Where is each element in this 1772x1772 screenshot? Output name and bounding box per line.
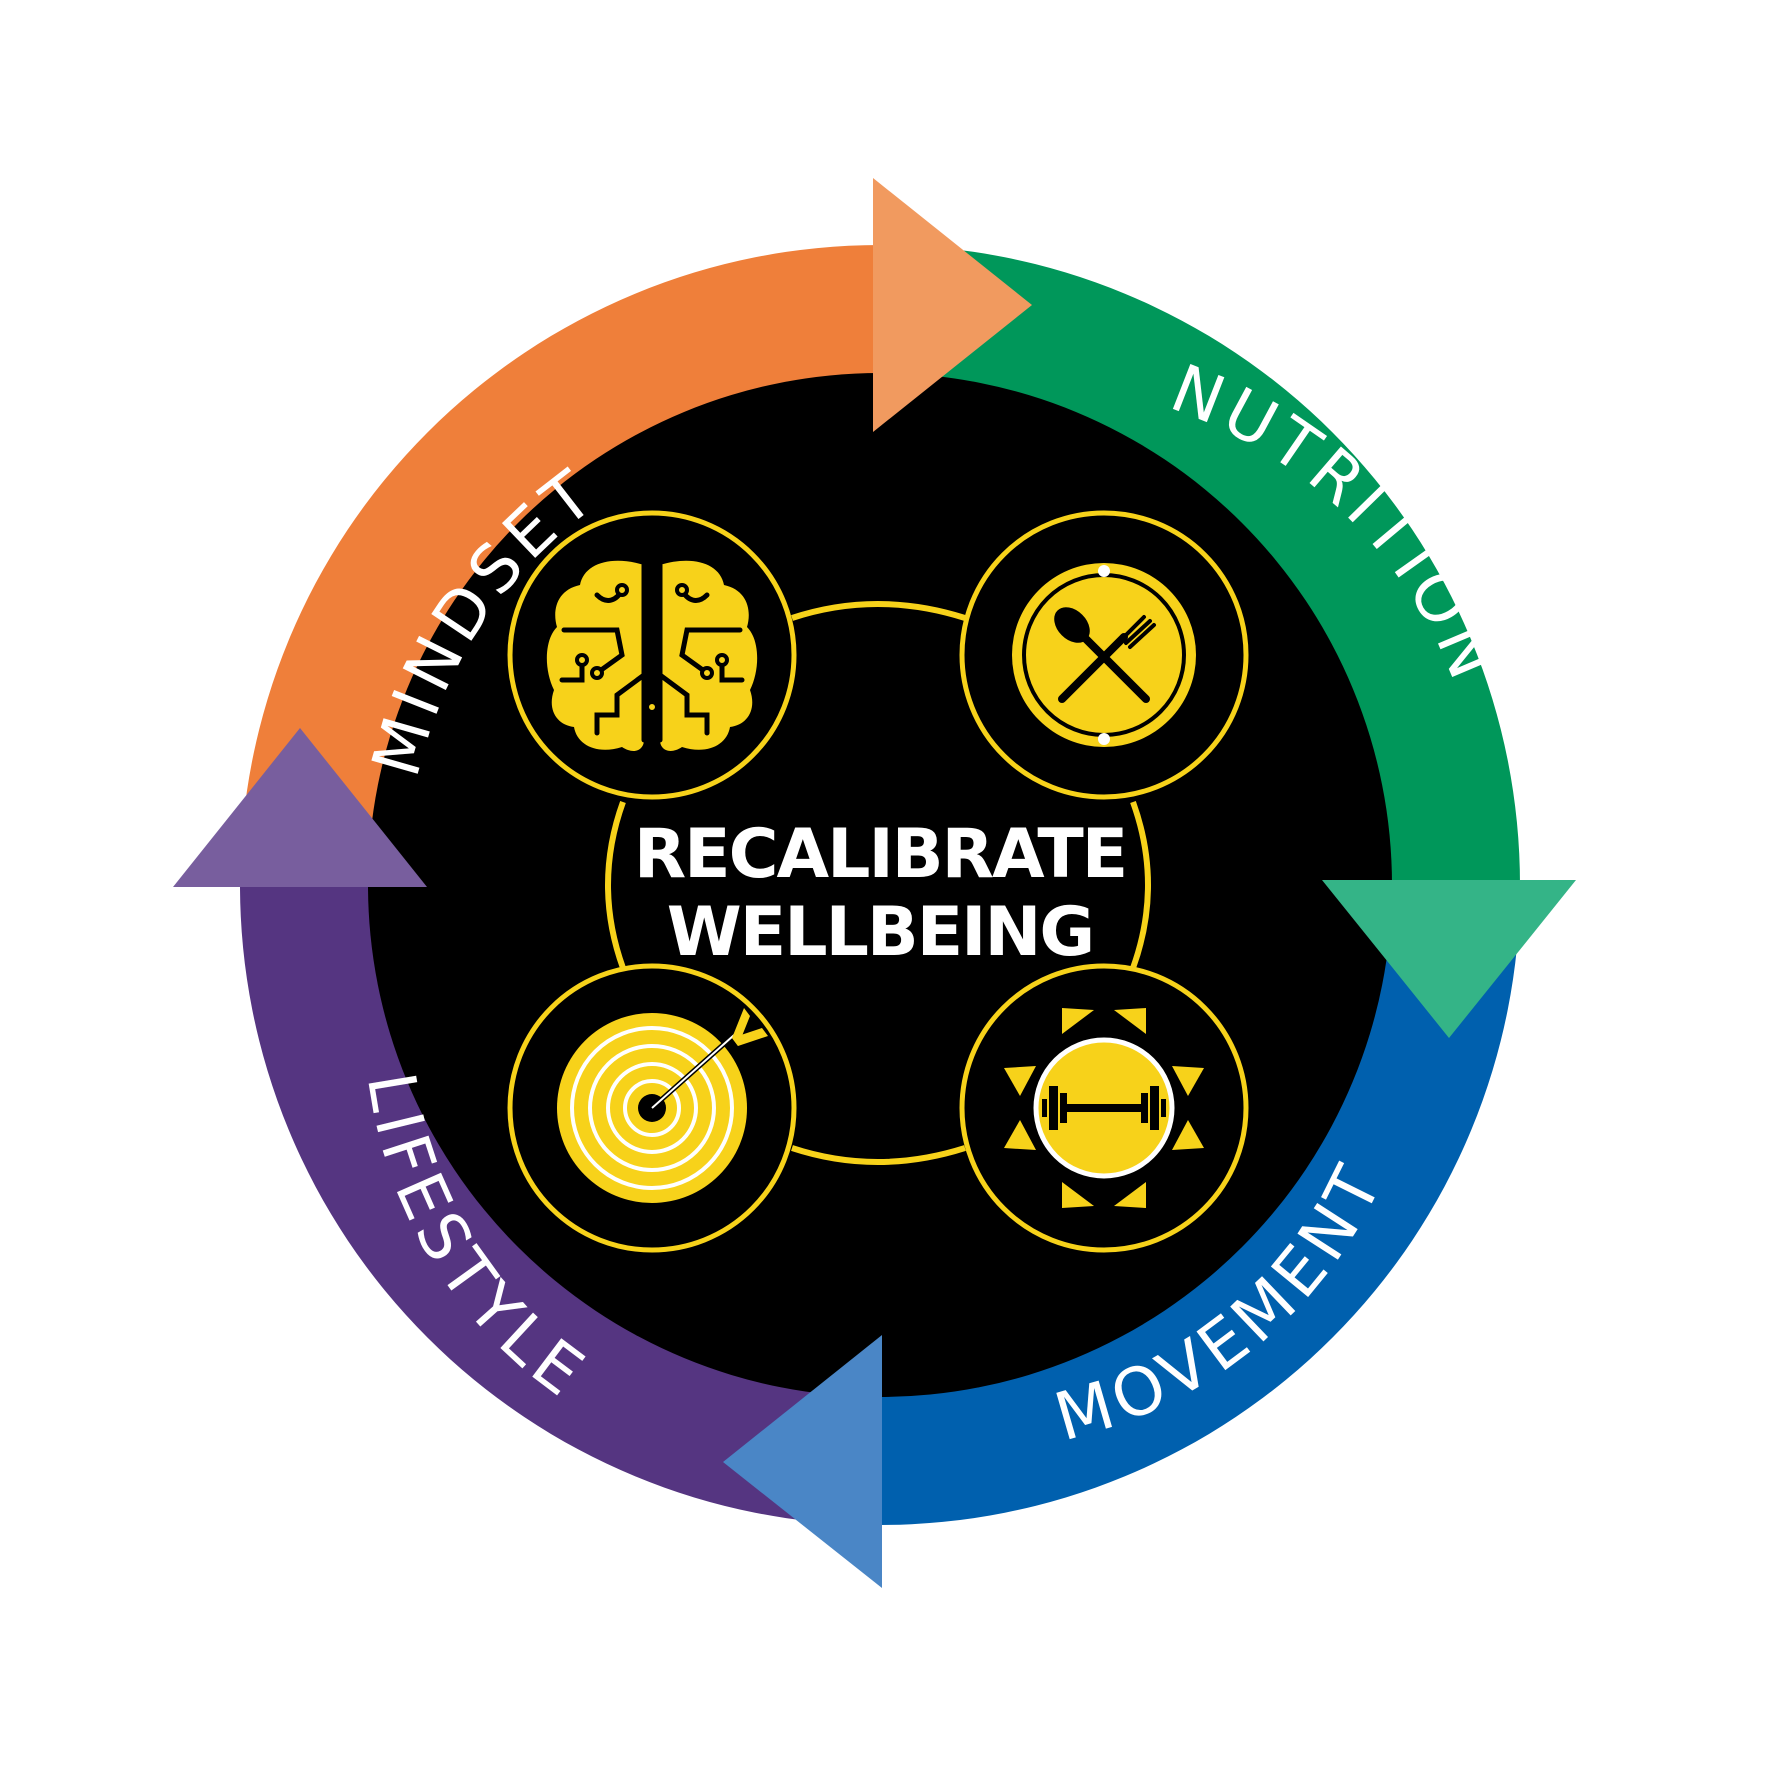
brain-circuit-icon <box>507 510 797 800</box>
arrow-movement-to-lifestyle <box>723 1335 882 1588</box>
sun-dumbbell-icon <box>959 963 1249 1253</box>
arrow-lifestyle-to-mindset <box>173 728 427 887</box>
arrow-mindset-to-nutrition <box>873 178 1032 432</box>
center-title-line1: RECALIBRATE <box>634 815 1126 894</box>
arrow-nutrition-to-movement <box>1322 880 1576 1038</box>
target-dart-icon <box>507 963 797 1253</box>
icon-connector-frame <box>605 601 1151 1165</box>
center-title-line2: WELLBEING <box>667 893 1093 972</box>
plate-spoon-fork-icon <box>959 510 1249 800</box>
